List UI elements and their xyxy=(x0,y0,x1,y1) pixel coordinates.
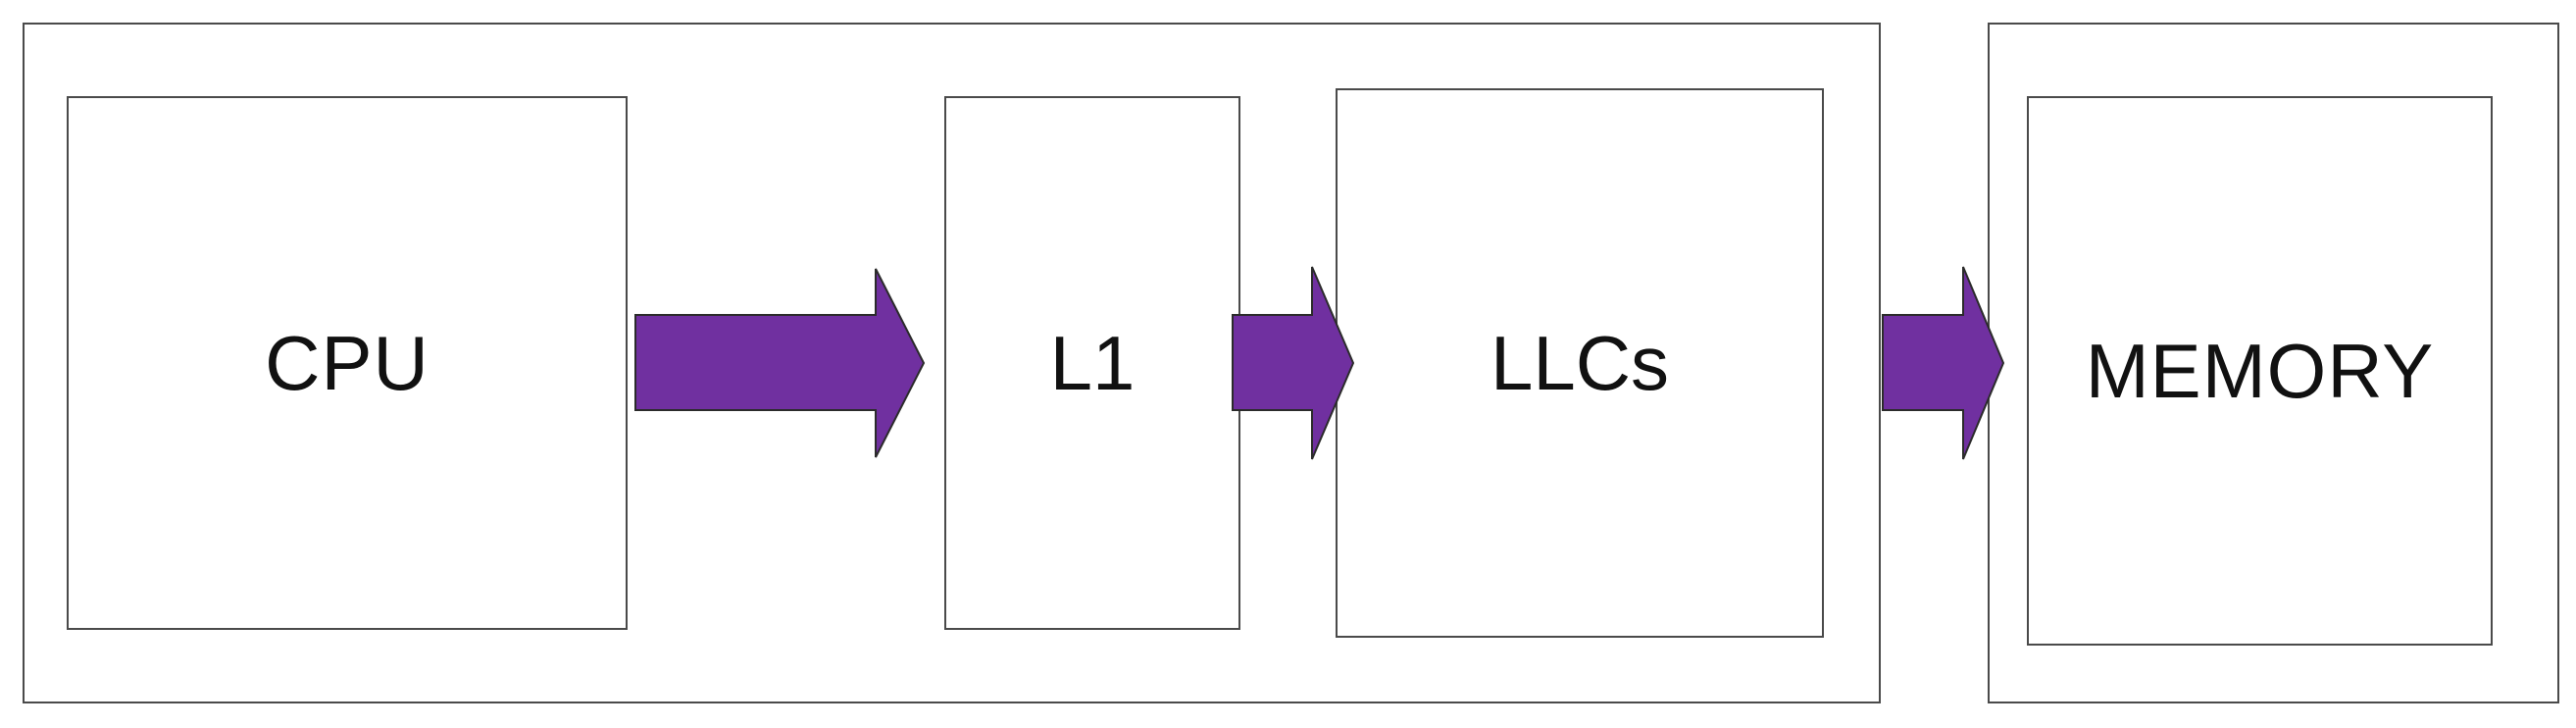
l1-node: L1 xyxy=(944,96,1240,630)
arrow-llcs-to-memory xyxy=(1882,266,2005,460)
memory-label: MEMORY xyxy=(2085,328,2435,414)
cpu-label: CPU xyxy=(265,320,429,406)
l1-label: L1 xyxy=(1049,320,1136,406)
llcs-label: LLCs xyxy=(1490,320,1670,406)
cpu-node: CPU xyxy=(67,96,628,630)
llcs-node: LLCs xyxy=(1336,88,1824,638)
memory-node: MEMORY xyxy=(2027,96,2493,646)
